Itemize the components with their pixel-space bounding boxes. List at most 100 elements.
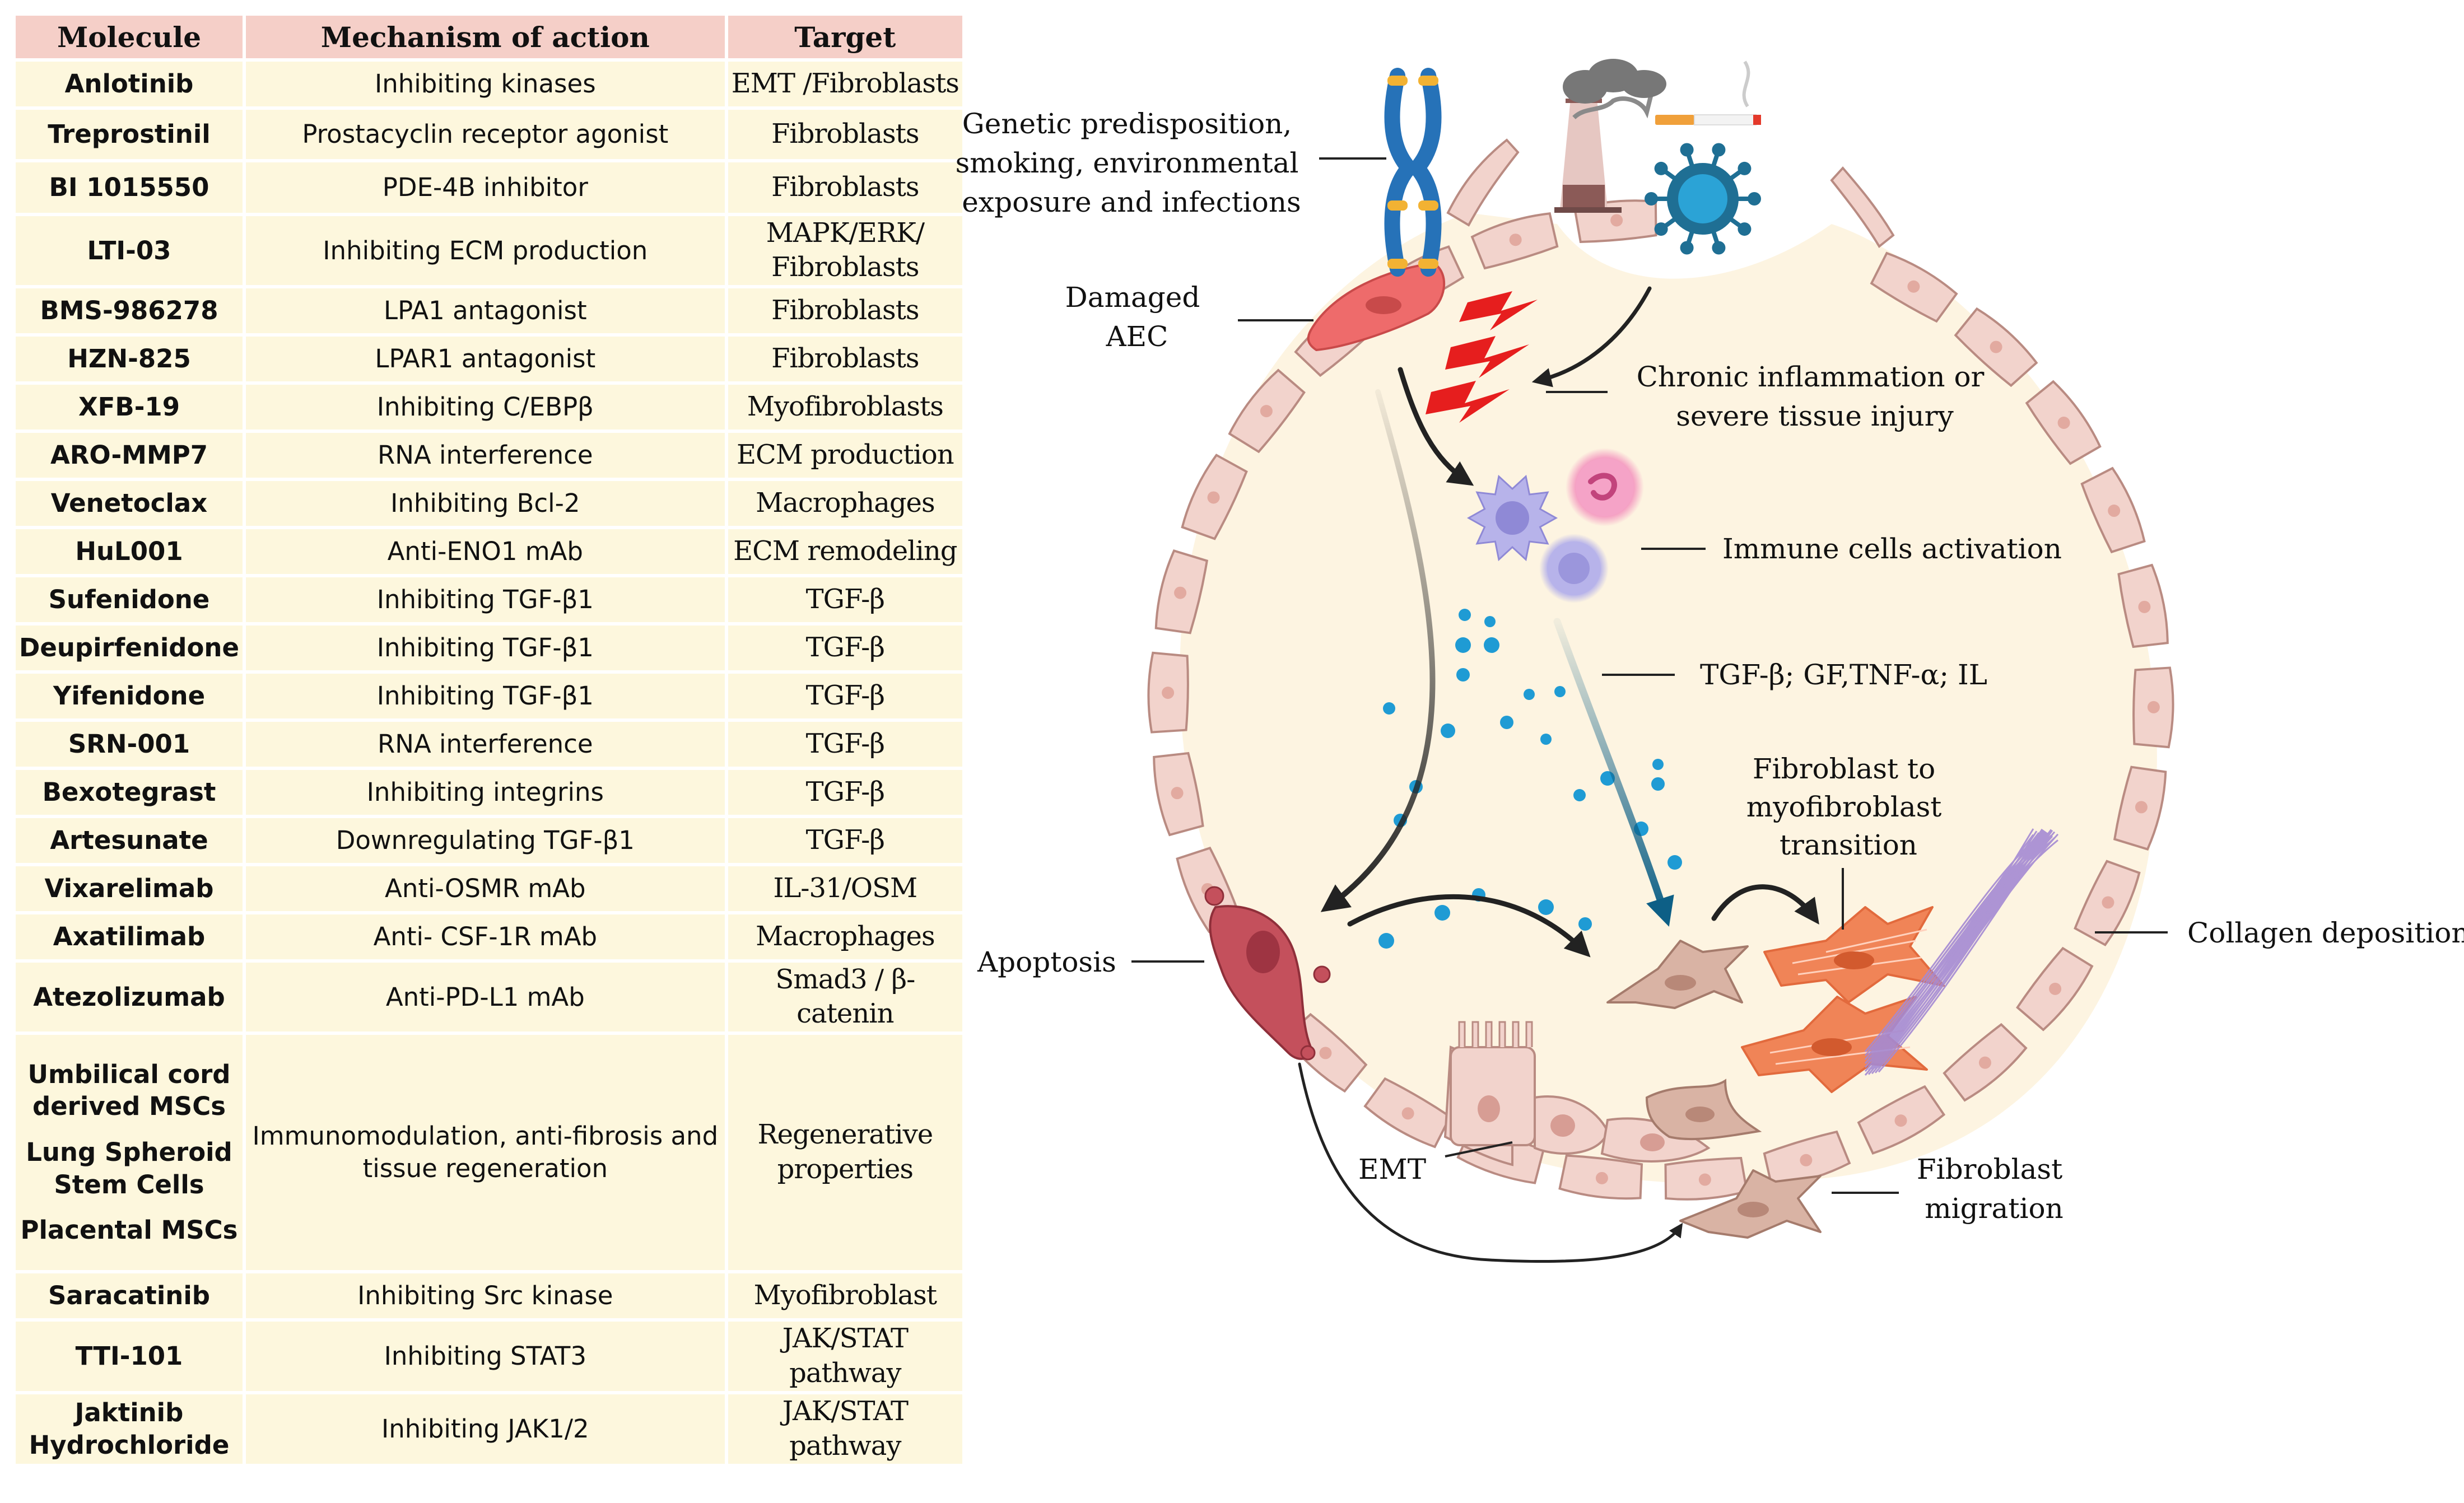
wall-cell-nucleus [1162,687,1175,699]
arrow-inflammation [1531,286,1652,388]
msc-molecule: Placental MSCs [20,1215,238,1245]
arrow-apoptosis-to-fibroblast [1347,894,1591,958]
left-neck-cell [1446,138,1520,227]
molecule-cell: TTI-101 [16,1321,243,1391]
fibroblast-migrating [1679,1169,1822,1239]
cytokine-dot [1652,759,1664,770]
arrow-fibroblast-to-myofibroblast [1711,884,1819,925]
molecule-cell: ARO-MMP7 [16,432,243,478]
cytokine-dot [1524,689,1535,700]
wall-cell-nucleus [1978,1056,1991,1069]
molecule-cell: BMS-986278 [16,288,243,333]
target-cell: JAK/STAT pathway [724,1394,962,1464]
right-neck-cell [1830,166,1895,248]
cilium [1485,1021,1493,1047]
wall-cell-nucleus [2102,896,2114,909]
virus-spike-tip [1654,222,1668,236]
mechanism-cell: Inhibiting TGF-β1 [242,625,725,670]
target-cell: Myofibroblasts [724,384,962,430]
label-collagen: Collagen deposition [2187,917,2464,949]
cytokine-dot [1538,899,1554,915]
mechanism-cell: RNA interference [242,432,725,478]
molecule-cell: Deupirfenidone [16,625,243,670]
label-apoptosis: Apoptosis [977,946,1116,978]
collagen-fibre [1878,839,2058,1053]
cytokine-dot [1434,905,1450,921]
virus-core [1678,174,1727,223]
molecule-cell: Anlotinib [16,62,243,106]
wall-cell-nucleus [1319,1047,1332,1059]
molecule-cell: Yifenidone [16,673,243,718]
molecule-cell: Bexotegrast [16,769,243,815]
label-damaged-aec: Damaged AEC [1065,281,1209,353]
header-target: Target [724,16,962,58]
molecule-cell: Artesunate [16,818,243,863]
label-inflammation: Chronic inflammation or severe tissue in… [1637,361,1993,432]
target-cell: Fibroblasts [724,336,962,381]
mechanism-cell: Anti- CSF-1R mAb [242,914,725,959]
target-cell: ECM production [724,432,962,478]
molecule-cell: Jaktinib Hydrochloride [16,1394,243,1464]
wall-cell-nucleus [2108,505,2121,517]
label-emt: EMT [1358,1153,1426,1185]
target-cell: TGF-β [724,673,962,718]
mechanism-cell: Immunomodulation, anti-fibrosis and tiss… [242,1034,725,1270]
target-cell: EMT /Fibroblasts [724,62,962,106]
label-migration: Fibroblast migration [1917,1153,2071,1225]
target-cell: Macrophages [724,480,962,526]
molecule-cell: SRN-001 [16,721,243,767]
molecule-cell: BI 1015550 [16,162,243,213]
apoptotic-cell [1204,886,1331,1061]
target-cell: TGF-β [724,818,962,863]
arrow-migration [1298,1062,1683,1263]
cytokine-dot [1441,724,1455,738]
cytokine-dot [1573,789,1586,801]
molecule-cell: HZN-825 [16,336,243,381]
virus-spike-tip [1680,241,1694,255]
myofibroblast-upper [1763,906,1945,1003]
target-cell: TGF-β [724,625,962,670]
cytokine-dot [1455,637,1471,653]
cytokine-dot [1484,637,1499,653]
wall-cell-nucleus [1595,1171,1608,1184]
chromosome-icon [1384,68,1442,277]
wall-cell-nucleus [2138,600,2151,613]
macrophage-nucleus [1496,501,1529,535]
emt-cell-cluster [1443,1021,1762,1166]
myofibroblast-lower [1741,996,1928,1093]
mechanism-cell: Anti-PD-L1 mAb [242,962,725,1031]
wall-cell-nucleus [2147,701,2160,713]
wall-cell-nucleus [2057,416,2070,429]
factory-icon [1554,59,1666,213]
mechanism-cell: PDE-4B inhibitor [242,162,725,213]
cilia [1458,1021,1533,1047]
cytokine-dot [1667,855,1682,870]
cytokine-dot [1378,933,1394,949]
target-cell: Fibroblasts [724,162,962,213]
molecule-cell: Treprostinil [16,110,243,159]
wall-cell-nucleus [1174,586,1187,599]
mechanism-cell: Anti-ENO1 mAb [242,529,725,574]
virus-spike-tip [1738,222,1752,236]
arrow-to-apoptosis [1320,389,1436,912]
molecule-cell: HuL001 [16,529,243,574]
cilium [1471,1021,1479,1047]
collagen-fibre [1867,840,2043,1052]
target-cell: TGF-β [724,769,962,815]
diagram-labels: Genetic predisposition, smoking, environ… [956,108,2464,1225]
tissue-injury-lightning [1426,291,1538,423]
virus-spike-tip [1654,161,1668,175]
virus-spike-tip [1712,143,1726,157]
